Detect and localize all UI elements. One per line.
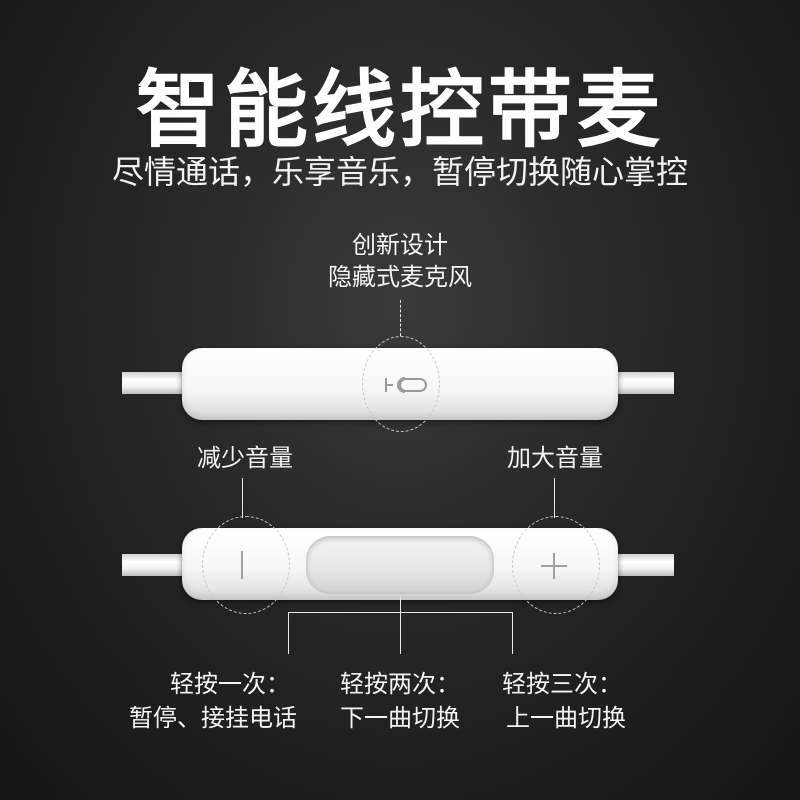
mic-callout-line [400,300,401,336]
press-bracket-right [512,612,513,654]
minus-icon[interactable] [228,548,256,582]
play-pause-button[interactable] [306,536,494,594]
page-title: 智能线控带麦 [135,61,664,159]
cable-left-top [122,372,186,394]
mic-label-line2: 隐藏式麦克风 [328,263,472,291]
cable-right-top [614,372,674,394]
mic-label-line1: 创新设计 [352,231,448,259]
volume-up-label: 加大音量 [507,444,603,472]
page-subtitle: 尽情通话，乐享音乐，暂停切换随心掌控 [111,153,688,191]
mic-highlight-circle [362,336,440,432]
center-pointer [400,596,401,654]
cable-right-bottom [614,554,674,576]
microphone-icon [383,375,429,395]
volume-down-label: 减少音量 [197,444,293,472]
volume-down-highlight [202,516,290,614]
cable-left-bottom [122,554,186,576]
volume-up-pointer [554,478,555,518]
volume-up-highlight [512,516,600,614]
double-press-line1: 轻按两次： [340,670,460,698]
volume-down-pointer [242,478,243,518]
double-press-line2: 下一曲切换 [340,704,460,732]
single-press-line1: 轻按一次： [170,670,290,698]
single-press-line2: 暂停、接挂电话 [129,704,297,732]
triple-press-line2: 上一曲切换 [506,704,626,732]
plus-icon[interactable] [538,550,570,582]
press-bracket-left [288,612,289,654]
triple-press-line1: 轻按三次： [502,670,622,698]
press-bracket [288,612,512,613]
